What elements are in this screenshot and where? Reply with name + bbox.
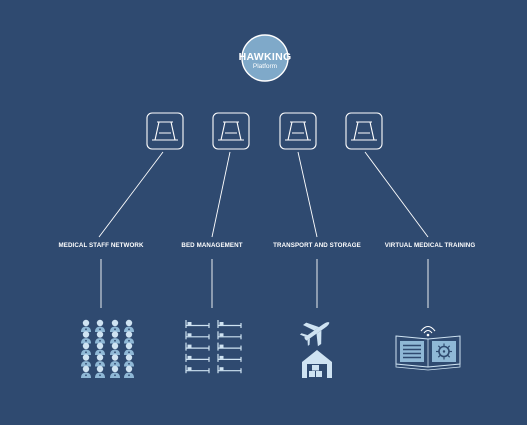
- connector-line-2: [211, 151, 231, 238]
- staff-figure: [95, 319, 105, 332]
- bed-icon: [217, 365, 242, 374]
- staff-figure: [95, 342, 105, 355]
- bed-icon: [185, 365, 210, 374]
- connector-line-1: [98, 151, 164, 238]
- bed-icon: [217, 320, 242, 328]
- bed-icon: [185, 331, 210, 340]
- app-a-icon: [279, 112, 317, 150]
- hub-subtitle: Platform: [252, 63, 278, 70]
- staff-figure: [124, 319, 134, 332]
- connector-line-4: [364, 151, 429, 238]
- staff-figure: [81, 331, 91, 344]
- app-a-icon: [146, 112, 184, 150]
- book-virus-icon: [395, 325, 461, 371]
- staff-figure: [81, 365, 91, 378]
- bed-icon: [217, 353, 242, 362]
- hub-circle: [241, 34, 289, 82]
- wifi-icon: [420, 325, 436, 334]
- staff-figure: [110, 319, 120, 332]
- branch-label-bed-management: BED MANAGEMENT: [181, 242, 243, 249]
- bed-icon: [217, 342, 242, 351]
- staff-figure: [81, 319, 91, 332]
- staff-figure: [110, 342, 120, 355]
- airplane-icon: [299, 322, 330, 347]
- hospital-beds-icon: [185, 320, 242, 374]
- branch-label-medical-staff: MEDICAL STAFF NETWORK: [58, 242, 144, 249]
- staff-figure: [124, 342, 134, 355]
- airplane-warehouse-icon: [299, 322, 332, 378]
- bed-icon: [217, 331, 242, 340]
- app-a-icon: [345, 112, 383, 150]
- staff-figure: [124, 354, 134, 367]
- staff-figure: [95, 354, 105, 367]
- staff-figure: [110, 365, 120, 378]
- branch-label-transport-storage: TRANSPORT AND STORAGE: [273, 242, 361, 249]
- staff-figure: [110, 354, 120, 367]
- virus-icon: [436, 343, 452, 360]
- staff-figure: [124, 331, 134, 344]
- staff-figure: [124, 365, 134, 378]
- bed-icon: [185, 353, 210, 362]
- staff-figure: [95, 365, 105, 378]
- bed-icon: [185, 320, 210, 328]
- staff-figure: [81, 342, 91, 355]
- staff-figure: [81, 354, 91, 367]
- staff-figure: [110, 331, 120, 344]
- branch-label-virtual-training: VIRTUAL MEDICAL TRAINING: [384, 242, 476, 249]
- hub-title: HAWKING: [238, 51, 292, 63]
- app-a-icon: [212, 112, 250, 150]
- medical-staff-icon: [81, 319, 134, 378]
- warehouse-icon: [302, 350, 332, 378]
- bed-icon: [185, 342, 210, 351]
- staff-figure: [95, 331, 105, 344]
- connector-line-3: [297, 151, 318, 238]
